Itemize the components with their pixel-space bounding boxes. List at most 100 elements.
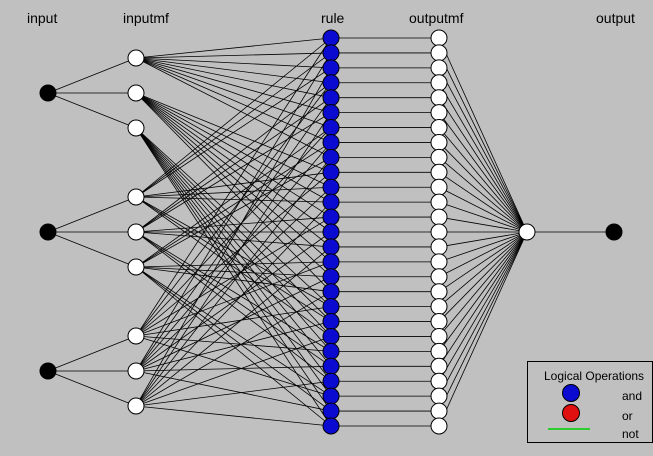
edge-inputmf-rule bbox=[135, 127, 332, 337]
inputmf-node bbox=[127, 84, 145, 102]
edge-inputmf-rule bbox=[135, 266, 332, 412]
rule-node bbox=[322, 402, 340, 420]
rule-node bbox=[322, 417, 340, 435]
edge-outputmf-output bbox=[438, 231, 528, 263]
edge-inputmf-rule bbox=[135, 127, 332, 412]
edge-inputmf-rule bbox=[135, 57, 332, 158]
edge-inputmf-rule bbox=[135, 97, 332, 372]
column-label-inputmf: inputmf bbox=[123, 10, 169, 26]
edge-inputmf-rule bbox=[135, 127, 332, 322]
outputmf-node bbox=[430, 253, 448, 271]
legend-not-label: not bbox=[622, 427, 639, 441]
inputmf-node bbox=[127, 119, 145, 137]
edge-input-inputmf bbox=[47, 92, 137, 129]
outputmf-node bbox=[430, 133, 448, 151]
outputmf-node bbox=[430, 387, 448, 405]
outputmf-node bbox=[430, 59, 448, 77]
outputmf-node bbox=[430, 268, 448, 286]
not-line-icon bbox=[548, 428, 590, 430]
edge-inputmf-rule bbox=[135, 196, 332, 203]
edge-inputmf-rule bbox=[135, 380, 332, 407]
edge-inputmf-rule bbox=[135, 127, 332, 307]
outputmf-node bbox=[430, 417, 448, 435]
edge-inputmf-rule bbox=[135, 266, 332, 427]
rule-node bbox=[322, 89, 340, 107]
edge-outputmf-output bbox=[438, 142, 528, 233]
edge-inputmf-rule bbox=[135, 57, 332, 99]
edge-input-inputmf bbox=[47, 57, 137, 94]
edge-inputmf-rule bbox=[135, 142, 332, 372]
outputmf-node bbox=[430, 357, 448, 375]
and-node-icon bbox=[562, 384, 580, 402]
edge-inputmf-rule bbox=[135, 112, 332, 233]
edge-inputmf-rule bbox=[135, 291, 332, 407]
rule-node bbox=[322, 29, 340, 47]
edge-outputmf-output bbox=[438, 127, 528, 233]
edge-inputmf-rule bbox=[135, 231, 332, 382]
edge-inputmf-rule bbox=[135, 266, 332, 397]
edge-outputmf-output bbox=[438, 231, 528, 382]
edge-inputmf-rule bbox=[135, 92, 332, 278]
edge-outputmf-output bbox=[438, 231, 528, 352]
outputmf-node bbox=[430, 283, 448, 301]
outputmf-node bbox=[430, 178, 448, 196]
edge-inputmf-rule bbox=[135, 82, 332, 233]
rule-node bbox=[322, 238, 340, 256]
edge-outputmf-output bbox=[438, 231, 528, 427]
rule-node bbox=[322, 223, 340, 241]
edge-inputmf-rule bbox=[135, 57, 332, 114]
edge-input-inputmf bbox=[47, 196, 137, 233]
edge-inputmf-rule bbox=[135, 92, 332, 248]
outputmf-node bbox=[430, 313, 448, 331]
outputmf-node bbox=[430, 163, 448, 181]
edge-inputmf-rule bbox=[135, 92, 332, 173]
edge-inputmf-rule bbox=[135, 57, 332, 128]
edge-inputmf-rule bbox=[135, 52, 332, 198]
output-aggregate-node bbox=[518, 223, 536, 241]
edge-input-inputmf bbox=[47, 335, 137, 372]
outputmf-node bbox=[430, 44, 448, 62]
edge-inputmf-rule bbox=[135, 37, 332, 337]
edge-outputmf-output bbox=[438, 231, 528, 293]
edge-outputmf-output bbox=[438, 231, 528, 337]
rule-node bbox=[322, 283, 340, 301]
edge-outputmf-output bbox=[438, 231, 528, 367]
edge-inputmf-rule bbox=[135, 92, 332, 188]
edge-inputmf-rule bbox=[135, 246, 332, 407]
rule-node bbox=[322, 133, 340, 151]
input-node bbox=[39, 223, 57, 241]
outputmf-node bbox=[430, 104, 448, 122]
column-label-input: input bbox=[27, 10, 58, 26]
column-label-rule: rule bbox=[321, 10, 345, 26]
rule-node bbox=[322, 163, 340, 181]
edge-outputmf-output bbox=[438, 231, 528, 278]
edges bbox=[47, 37, 614, 427]
edge-outputmf-output bbox=[438, 186, 528, 233]
edge-inputmf-rule bbox=[135, 405, 332, 427]
edge-inputmf-rule bbox=[135, 196, 332, 307]
input-node bbox=[39, 362, 57, 380]
outputmf-node bbox=[430, 148, 448, 166]
edge-inputmf-rule bbox=[135, 365, 332, 372]
outputmf-node bbox=[430, 402, 448, 420]
rule-node bbox=[322, 148, 340, 166]
edge-inputmf-rule bbox=[135, 127, 332, 268]
edge-inputmf-rule bbox=[135, 67, 332, 407]
edge-inputmf-rule bbox=[135, 231, 332, 367]
rule-node bbox=[322, 193, 340, 211]
edge-outputmf-output bbox=[438, 216, 528, 233]
rule-node bbox=[322, 253, 340, 271]
edge-inputmf-rule bbox=[135, 231, 332, 372]
inputmf-node bbox=[127, 327, 145, 345]
outputmf-node bbox=[430, 238, 448, 256]
edge-outputmf-output bbox=[438, 231, 528, 412]
edge-outputmf-output bbox=[438, 37, 528, 233]
inputmf-node bbox=[127, 223, 145, 241]
rule-node bbox=[322, 44, 340, 62]
rule-node bbox=[322, 74, 340, 92]
edge-inputmf-rule bbox=[135, 276, 332, 372]
edge-inputmf-rule bbox=[135, 306, 332, 337]
edge-inputmf-rule bbox=[135, 336, 332, 407]
outputmf-node bbox=[430, 208, 448, 226]
edge-outputmf-output bbox=[438, 231, 528, 322]
